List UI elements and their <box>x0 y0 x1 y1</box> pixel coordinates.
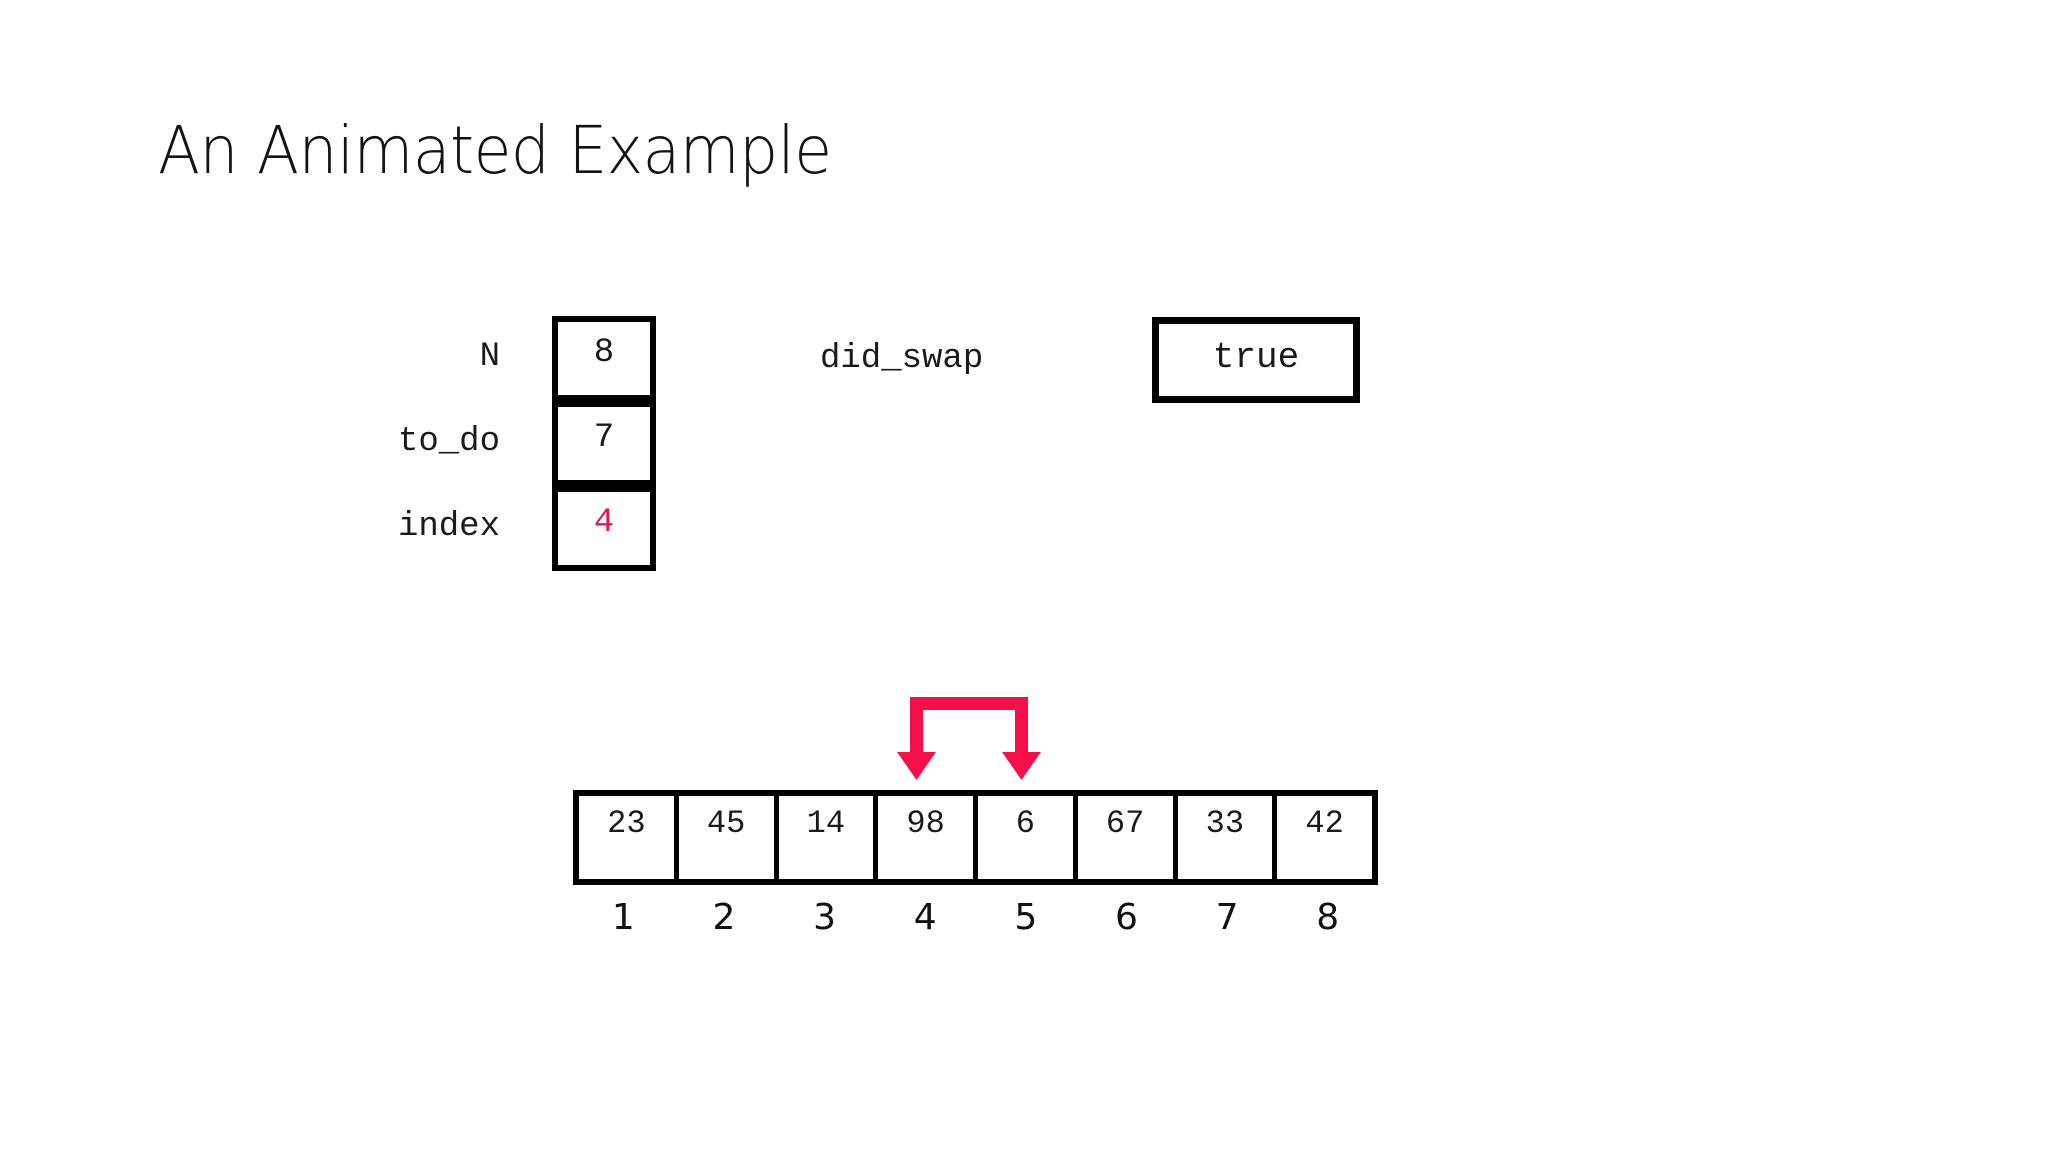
array-cell: 33 <box>1177 796 1278 879</box>
array-index-label: 8 <box>1316 897 1340 938</box>
array-cell: 23 <box>579 796 679 879</box>
variable-label-index: index <box>397 508 500 546</box>
array-index-label: 7 <box>1215 897 1239 938</box>
array-index-label: 4 <box>913 897 937 938</box>
array-cell: 42 <box>1277 796 1372 879</box>
array-container: 23 45 14 98 6 67 33 42 <box>573 790 1378 885</box>
array-index-label: 5 <box>1014 897 1038 938</box>
variable-label-n: N <box>479 338 500 376</box>
variable-stack: 8 7 4 <box>552 316 656 572</box>
variable-label-did-swap: did_swap <box>820 340 984 378</box>
array-cells: 23 45 14 98 6 67 33 42 <box>573 790 1378 885</box>
array-index-label: 1 <box>611 897 635 938</box>
swap-arrow-icon <box>897 697 1041 780</box>
array-index-labels: 1 2 3 4 5 6 7 8 <box>573 900 1378 950</box>
array-cell: 45 <box>678 796 779 879</box>
variable-value-index: 4 <box>552 486 656 571</box>
swap-arrow <box>880 680 1060 790</box>
array-cell: 6 <box>978 796 1078 879</box>
variable-label-to-do: to_do <box>397 423 500 461</box>
array-index-label: 3 <box>813 897 837 938</box>
array-index-label: 2 <box>712 897 736 938</box>
variable-value-n: 8 <box>552 316 656 401</box>
page-title: An Animated Example <box>158 112 832 189</box>
array-cell: 14 <box>778 796 879 879</box>
array-cell: 98 <box>878 796 978 879</box>
array-cell: 67 <box>1077 796 1178 879</box>
array-index-label: 6 <box>1114 897 1138 938</box>
variable-value-to-do: 7 <box>552 401 656 486</box>
variable-value-did-swap: true <box>1152 317 1360 403</box>
